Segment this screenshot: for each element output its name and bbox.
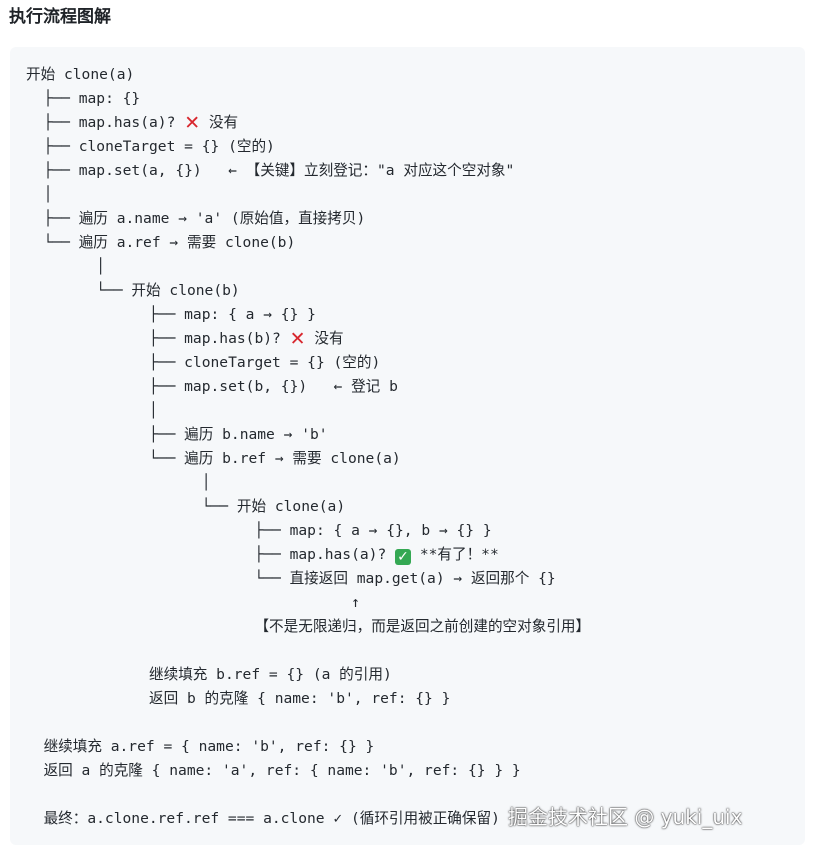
code-content: 开始 clone(a) ├── map: {} ├── map.has(a)? … xyxy=(26,63,590,831)
code-line: ├── map.set(b, {}) ← 登记 b xyxy=(26,378,398,395)
code-line: 继续填充 b.ref = {} (a 的引用) xyxy=(26,666,392,683)
code-line xyxy=(26,639,590,663)
code-line: ├── map: { a → {}, b → {} } xyxy=(26,522,492,539)
code-line: 开始 clone(a) xyxy=(26,66,135,83)
code-line: ↑ xyxy=(26,594,360,611)
code-line: └── 遍历 a.ref → 需要 clone(b) xyxy=(26,234,296,251)
code-line-suffix: **有了！** xyxy=(411,546,499,563)
code-line: 继续填充 a.ref = { name: 'b', ref: {} } xyxy=(26,738,375,755)
code-line: ├── 遍历 b.name → 'b' xyxy=(26,426,328,443)
code-line-with-mark: ├── map.has(a)? ✕ 没有 xyxy=(26,111,590,135)
code-line: ├── map: {} xyxy=(26,90,141,107)
code-line-suffix: 没有 xyxy=(305,330,344,347)
code-line xyxy=(26,711,590,735)
check-mark-icon: ✓ xyxy=(395,549,412,565)
cross-mark-icon: ✕ xyxy=(289,328,306,350)
code-line: ├── map.set(a, {}) ← 【关键】立刻登记："a 对应这个空对象… xyxy=(26,162,515,179)
code-line: 返回 b 的克隆 { name: 'b', ref: {} } xyxy=(26,690,451,707)
code-line: 返回 a 的克隆 { name: 'a', ref: { name: 'b', … xyxy=(26,762,521,779)
code-line: 最终：a.clone.ref.ref === a.clone ✓ (循环引用被正… xyxy=(26,810,500,827)
code-line: └── 开始 clone(a) xyxy=(26,498,346,515)
code-line-with-mark: ├── map.has(b)? ✕ 没有 xyxy=(26,327,590,351)
code-line-text: ├── map.has(a)? xyxy=(26,114,185,131)
code-line xyxy=(26,783,590,807)
code-block xyxy=(10,47,805,845)
code-line: 【不是无限递归，而是返回之前创建的空对象引用】 xyxy=(26,618,591,635)
code-line: ├── 遍历 a.name → 'a' (原始值，直接拷贝) xyxy=(26,210,366,227)
code-line: └── 直接返回 map.get(a) → 返回那个 {} xyxy=(26,570,556,587)
code-line: ├── map: { a → {} } xyxy=(26,306,316,323)
code-line-with-mark: ├── map.has(a)? ✓ **有了！** xyxy=(26,543,590,567)
code-line: └── 遍历 b.ref → 需要 clone(a) xyxy=(26,450,401,467)
code-line-text: ├── map.has(a)? xyxy=(26,546,396,563)
code-line-text: ├── map.has(b)? xyxy=(26,330,290,347)
code-line: └── 开始 clone(b) xyxy=(26,282,240,299)
code-line: │ xyxy=(26,474,211,491)
cross-mark-icon: ✕ xyxy=(184,112,201,134)
code-line: │ xyxy=(26,258,106,275)
code-line: │ xyxy=(26,186,53,203)
code-line-suffix: 没有 xyxy=(200,114,239,131)
section-heading: 执行流程图解 xyxy=(9,7,111,27)
code-line: ├── cloneTarget = {} (空的) xyxy=(26,354,381,371)
code-line: │ xyxy=(26,402,158,419)
code-line: ├── cloneTarget = {} (空的) xyxy=(26,138,275,155)
watermark: 掘金技术社区 @ yuki_uix xyxy=(508,805,743,829)
